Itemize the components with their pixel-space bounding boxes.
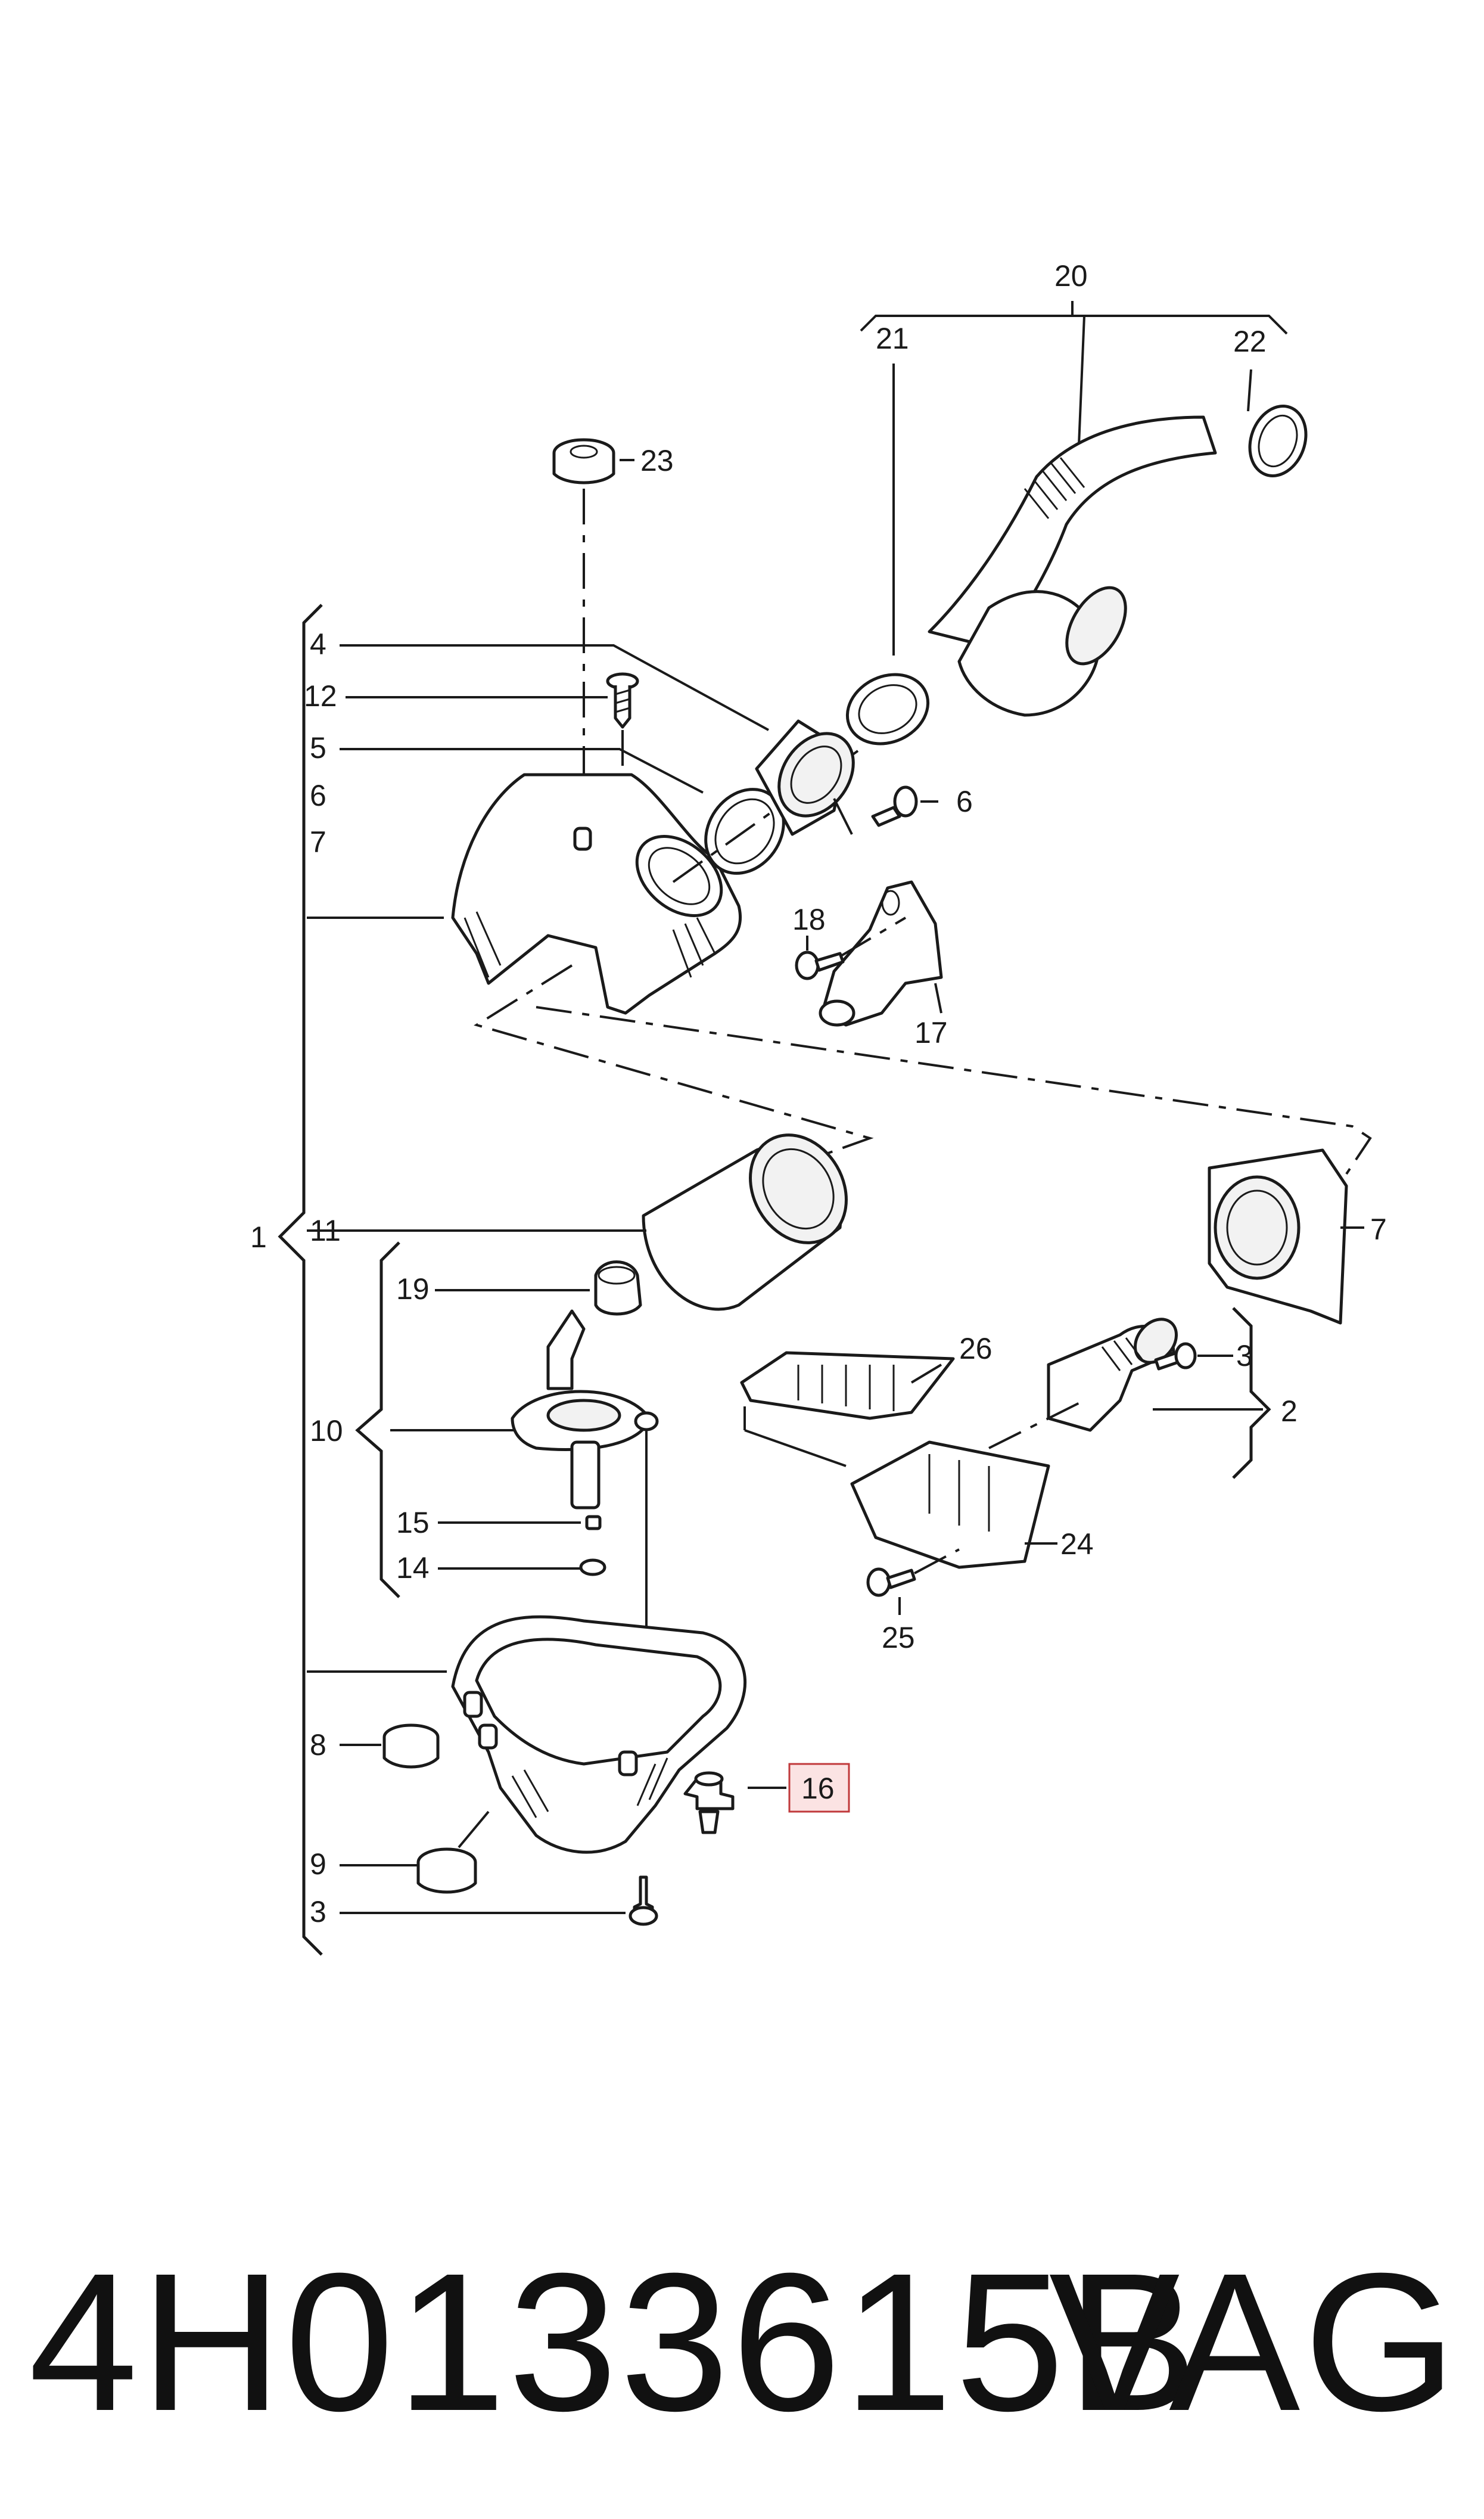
footer: 4H0133615B VAG <box>0 2241 1484 2443</box>
callout-8: 8 <box>310 1728 326 1762</box>
callout-6-screw: 6 <box>956 785 973 818</box>
callout-23: 23 <box>640 444 674 477</box>
hose-clamp <box>1248 405 1308 477</box>
filter-housing-upper <box>451 719 859 1015</box>
callout-22: 22 <box>1233 325 1267 358</box>
callout-9: 9 <box>310 1847 326 1881</box>
highlighted-part-box <box>788 1763 850 1813</box>
bracket-17: 17 18 <box>792 880 948 1049</box>
callout-24: 24 <box>1060 1527 1094 1561</box>
filter-element-11: 11 <box>307 1133 848 1311</box>
callout-15: 15 <box>396 1506 430 1539</box>
exploded-parts-diagram: 20 21 22 23 1 4 12 5 6 7 <box>250 259 1387 1956</box>
screw-3-lower: 3 <box>310 1875 658 1928</box>
callout-19: 19 <box>396 1272 430 1306</box>
assembly-bracket-10: 10 19 15 14 <box>310 1241 590 1598</box>
callout-16: 16 <box>801 1772 835 1805</box>
cap-19 <box>594 1260 642 1316</box>
callout-3-upper: 3 <box>1236 1339 1253 1372</box>
filter-housing-lower <box>307 1615 746 1854</box>
intake-pipe-group: 20 21 22 <box>845 259 1308 746</box>
callout-4: 4 <box>310 628 326 661</box>
intake-duct-7: 7 <box>1208 1148 1387 1325</box>
callout-7-duct: 7 <box>1370 1213 1387 1246</box>
callout-2: 2 <box>1281 1394 1298 1428</box>
intake-pipe <box>928 415 1217 651</box>
grommet-9: 9 <box>310 1810 490 1894</box>
callout-1: 1 <box>250 1220 267 1254</box>
callout-21: 21 <box>876 322 909 355</box>
callout-20: 20 <box>1054 259 1088 293</box>
part-number: 4H0133615B <box>29 2232 1200 2452</box>
screw-6: 6 <box>833 785 973 835</box>
callout-6: 6 <box>310 779 326 812</box>
hose-clamp-21 <box>845 673 930 746</box>
upper-callouts: 4 12 5 6 7 <box>304 628 769 919</box>
callout-26: 26 <box>959 1332 993 1365</box>
callout-3-lower: 3 <box>310 1895 326 1928</box>
callout-25: 25 <box>882 1621 915 1654</box>
callout-11: 11 <box>310 1214 341 1247</box>
cover-26: 26 <box>740 1332 993 1420</box>
bracket-24: 24 <box>743 1406 1094 1569</box>
callout-17: 17 <box>914 1016 948 1049</box>
callout-10: 10 <box>310 1414 343 1448</box>
valve-10 <box>511 1309 659 1776</box>
assembly-bracket-1: 1 <box>250 604 323 1956</box>
hose-2: 2 <box>988 1307 1298 1479</box>
callout-14: 14 <box>396 1551 430 1585</box>
callout-12: 12 <box>304 679 337 713</box>
callout-5: 5 <box>310 731 326 765</box>
callout-7: 7 <box>310 825 326 859</box>
grommet-8: 8 <box>310 1723 440 1769</box>
clip-16: 16 <box>683 1763 850 1834</box>
brand-label: VAG <box>1049 2232 1460 2452</box>
grommet-23: 23 <box>552 438 674 822</box>
callout-18: 18 <box>792 903 826 936</box>
screw-25: 25 <box>866 1548 960 1654</box>
screw-3-upper: 3 <box>1154 1339 1253 1372</box>
